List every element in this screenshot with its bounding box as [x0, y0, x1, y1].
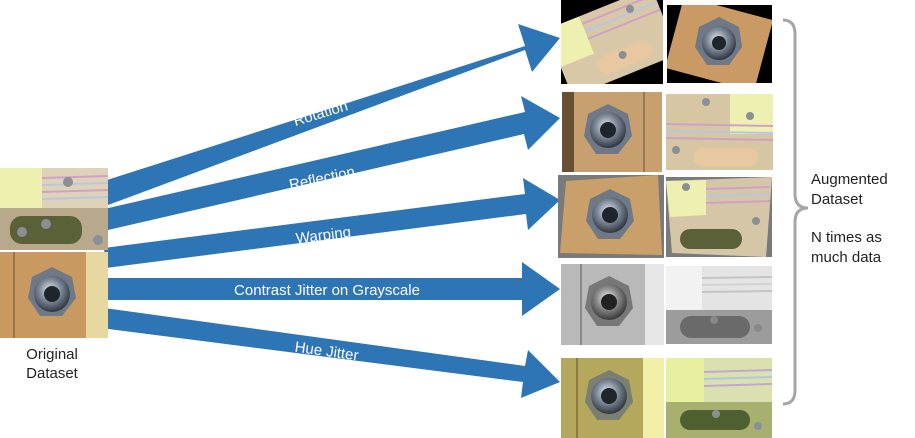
arrow-hue-jitter: Hue Jitter [101, 308, 560, 398]
augmented-note-line1: N times as [811, 229, 882, 246]
arrow-contrast-jitter-label: Contrast Jitter on Grayscale [234, 282, 420, 299]
dataset-bracket [782, 18, 809, 406]
augmented-image-warped-nut [558, 175, 664, 258]
arrow-contrast-jitter: Contrast Jitter on Grayscale [104, 262, 560, 316]
augmented-image-rotated-nut [667, 5, 772, 83]
augmented-image-grayscale-nut [561, 264, 664, 345]
augmented-image-hue-nut [561, 358, 664, 438]
augmented-image-reflected-nut [562, 92, 662, 172]
original-dataset-label: Original Dataset [6, 345, 98, 383]
arrow-warping-label: Warping [295, 224, 352, 248]
augmented-label-line2: Dataset [811, 191, 863, 208]
augmented-image-grayscale-sheet [666, 266, 772, 344]
augmented-note-line2: much data [811, 249, 882, 266]
original-label-line1: Original [26, 346, 78, 363]
augmented-image-reflected-sheet [666, 94, 773, 170]
original-label-line2: Dataset [26, 365, 78, 382]
augmented-image-hue-sheet [666, 358, 772, 438]
augmented-dataset-label: Augmented Dataset N times as much data [811, 170, 911, 268]
augmented-image-warped-sheet [666, 177, 772, 257]
original-image-sheet [0, 168, 108, 250]
arrow-warping: Warping [104, 178, 560, 268]
original-image-nut [0, 252, 108, 338]
augmented-image-rotated-sheet [561, 0, 663, 84]
augmented-label-line1: Augmented [811, 171, 888, 188]
